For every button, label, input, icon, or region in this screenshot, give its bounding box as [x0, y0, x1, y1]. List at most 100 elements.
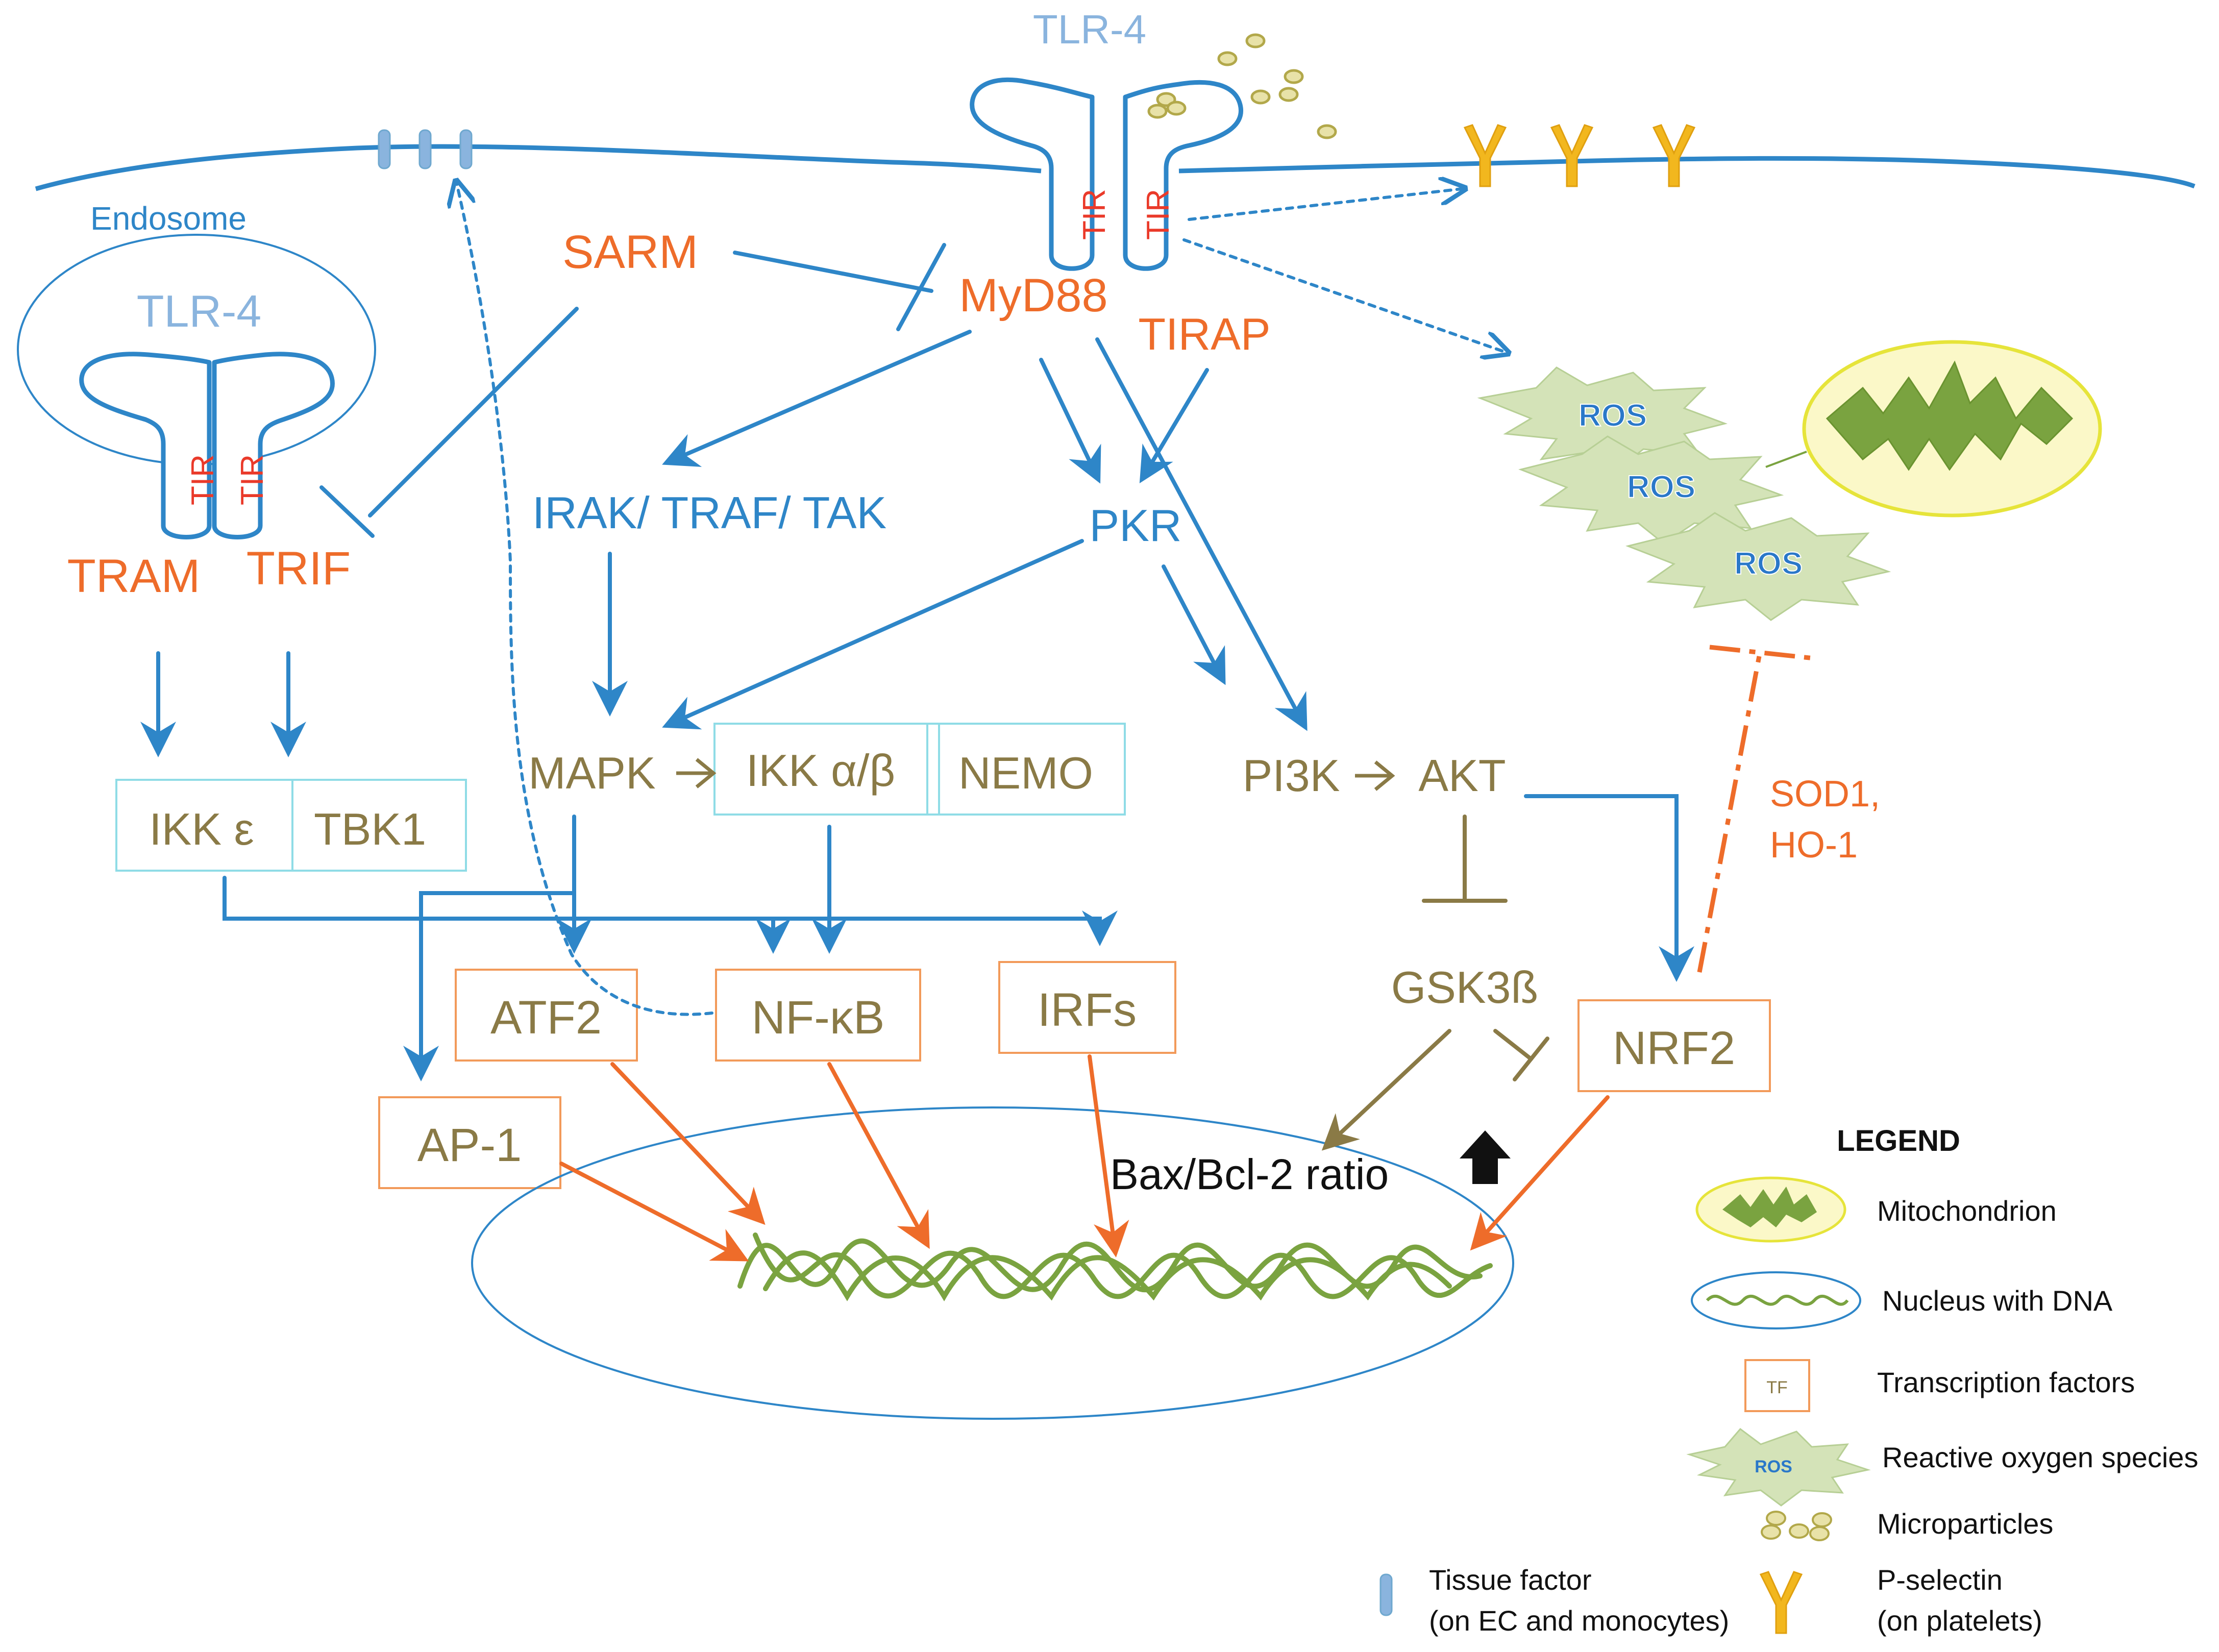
ros-burst [1625, 512, 1891, 621]
tir-label-endo-right: TIR [235, 454, 270, 505]
irak-traf-tak-label: IRAK/ TRAF/ TAK [532, 487, 886, 538]
legend-ros: Reactive oxygen species [1882, 1441, 2198, 1473]
nfkb-to-tissue-factor-dotted [457, 184, 713, 1016]
irfs-box [998, 961, 1176, 1054]
tissue-factor-bar [418, 129, 432, 169]
ros-burst [1477, 366, 1728, 471]
ros-group [1477, 366, 1891, 621]
gsk3b-to-bax-arrow [1321, 1029, 1451, 1151]
mapk-to-ap1-arrow [403, 891, 576, 1081]
legend-tf-box-label: TF [1766, 1378, 1788, 1397]
sarm-label: SARM [562, 226, 698, 278]
legend: LEGEND Mitochondrion Nucleus with DNA TF… [1379, 1124, 2198, 1637]
legend-title: LEGEND [1837, 1124, 1960, 1157]
legend-p-selectin-1: P-selectin [1877, 1564, 2003, 1596]
ho1-label: HO-1 [1770, 825, 1858, 866]
tbk1-box [291, 779, 467, 872]
ikk-ab-label: IKK α/β [746, 745, 895, 796]
tir-label-top-left: TIR [1077, 189, 1112, 240]
pkr-to-pi3k-arrow [1162, 564, 1226, 685]
nfkb-label: NF-κB [752, 992, 885, 1044]
myd88-to-pkr-arrow [1039, 358, 1101, 484]
atf2-label: ATF2 [490, 992, 602, 1044]
tlr4-endosome-receptor [79, 352, 335, 539]
legend-mitochondrion: Mitochondrion [1877, 1195, 2057, 1227]
dna-strand-3 [763, 1250, 1452, 1301]
tlr4-to-pselectin-dotted [1188, 189, 1462, 221]
legend-nucleus-icon [1691, 1271, 1861, 1329]
legend-tf: Transcription factors [1877, 1366, 2135, 1398]
pkr-to-mapk-arrow [662, 539, 1084, 730]
tirap-label: TIRAP [1138, 309, 1270, 359]
microparticle [1278, 87, 1299, 102]
legend-p-selectin-icon [1759, 1571, 1803, 1634]
tissue-factor-group [378, 129, 473, 169]
ros-label-3: ROS [1734, 546, 1803, 581]
up-arrow-icon [1460, 1130, 1511, 1184]
blue-inhibitions [319, 243, 946, 538]
cell-membrane [35, 144, 2196, 191]
tirap-to-pkr-arrow [1139, 368, 1209, 484]
tlr4-endosome-right-chain [212, 352, 335, 539]
sarm-inhibits-trif [368, 307, 579, 517]
nrf2-label: NRF2 [1613, 1022, 1735, 1074]
nrf2-to-dna-arrow [1470, 1095, 1610, 1251]
sod1-inhibition-dashed [1697, 645, 1815, 973]
tlr4-endosome-left-chain [79, 352, 212, 539]
blue-arrows [140, 330, 1694, 1081]
dotted-arrows [457, 184, 1506, 1016]
bax-bcl2-label: Bax/Bcl-2 ratio [1110, 1150, 1389, 1198]
mapk-label: MAPK [528, 748, 655, 798]
olive-inline-arrows [676, 758, 1395, 791]
legend-tf-icon [1744, 1359, 1810, 1412]
legend-mito-cristae-icon [1722, 1187, 1817, 1227]
trif-label: TRIF [246, 543, 351, 595]
irfs-to-dna-arrow [1088, 1054, 1129, 1258]
p-selectin-group [1463, 124, 1696, 187]
tlr4-surface-receptor [970, 77, 1243, 271]
akt-to-nrf2-arrow [1524, 794, 1694, 982]
legend-dna-icon [1706, 1294, 1849, 1306]
microparticle [1250, 89, 1271, 105]
legend-tissue-factor-2: (on EC and monocytes) [1429, 1605, 1729, 1637]
nfkb-box [715, 969, 921, 1062]
pi3k-label: PI3K [1243, 750, 1340, 801]
tissue-factor-bar [459, 129, 473, 169]
microparticle [1317, 124, 1337, 139]
tissue-factor-bar [378, 129, 391, 169]
ap1-to-dna-arrow [559, 1162, 749, 1262]
ros-label-2: ROS [1627, 470, 1695, 505]
tram-label: TRAM [67, 550, 201, 602]
tlr4-surface-right-chain [1123, 80, 1243, 271]
microparticle [1147, 104, 1168, 119]
sarm-inhibits-myd88 [733, 251, 933, 293]
ikk-e-label: IKK ε [149, 804, 254, 854]
atf2-to-dna-arrow [610, 1062, 766, 1225]
p-selectin-icon [1463, 124, 1507, 187]
mitochondrion-cristae-icon [1826, 360, 2074, 471]
legend-microparticle-icon [1761, 1511, 1832, 1541]
tir-label-top-right: TIR [1141, 189, 1176, 240]
akt-label: AKT [1418, 750, 1506, 801]
orange-arrows [559, 1054, 1610, 1262]
myd88-label: MyD88 [959, 269, 1107, 322]
gsk3b-inhibits-nrf2 [1493, 1029, 1533, 1061]
pkr-label: PKR [1090, 500, 1182, 551]
tbk1-label: TBK1 [314, 804, 426, 854]
nrf2-box [1577, 999, 1771, 1092]
ap1-box [378, 1096, 561, 1189]
ap1-label: AP-1 [417, 1119, 522, 1171]
ros-label-1: ROS [1579, 398, 1647, 433]
mito-to-ros-connector [1765, 451, 1807, 468]
p-selectin-icon [1550, 124, 1594, 187]
legend-ros-icon [1686, 1427, 1871, 1507]
dna-strand-1 [737, 1238, 1483, 1293]
myd88-to-irak-arrow [662, 330, 972, 467]
legend-ros-small: ROS [1755, 1457, 1792, 1476]
legend-microparticles: Microparticles [1877, 1508, 2053, 1540]
tlr4-endosome-label: TLR-4 [137, 286, 262, 336]
legend-tissue-factor-1: Tissue factor [1429, 1564, 1591, 1596]
nfkb-to-dna-arrow [827, 1062, 930, 1249]
legend-nucleus: Nucleus with DNA [1882, 1285, 2113, 1317]
tlr4-to-ros-dotted [1182, 238, 1506, 352]
